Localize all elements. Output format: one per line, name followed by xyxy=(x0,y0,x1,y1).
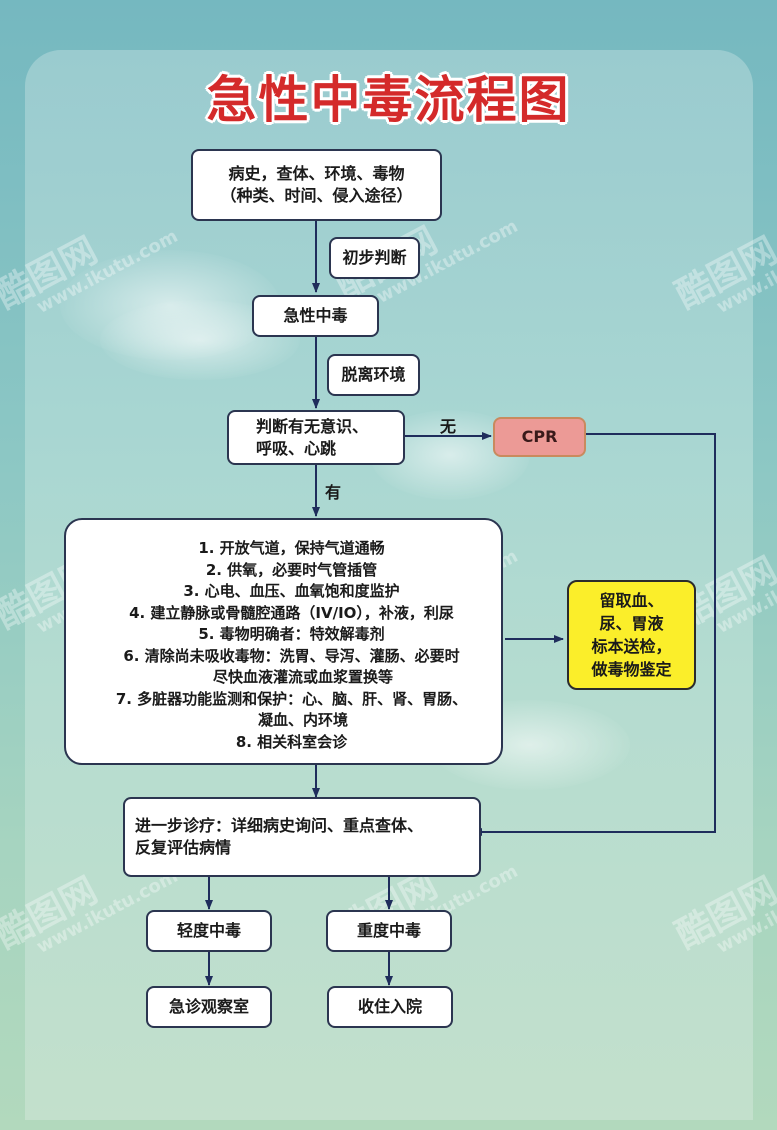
specimen-testing-box: 留取血、 尿、胃液 标本送检， 做毒物鉴定 xyxy=(567,580,696,690)
edge-label-no: 无 xyxy=(440,417,457,436)
treatment-step: 8. 相关科室会诊 xyxy=(235,732,348,751)
er-observation-box: 急诊观察室 xyxy=(146,986,272,1028)
further-diagnosis-box: 进一步诊疗：详细病史询问、重点查体、 反复评估病情 xyxy=(123,797,481,877)
treatment-step: 5. 毒物明确者：特效解毒剂 xyxy=(198,625,385,643)
treatment-step: 2. 供氧，必要时气管插管 xyxy=(205,560,378,579)
hospital-admission-box: 收住入院 xyxy=(327,986,453,1028)
history-line: 病史，查体、环境、毒物 xyxy=(228,164,405,183)
history-exam-box: 病史，查体、环境、毒物 （种类、时间、侵入途径） xyxy=(191,149,442,221)
initial-judgement-box: 初步判断 xyxy=(329,237,420,279)
treatment-step: 4. 建立静脉或骨髓腔通路（IV/IO），补液，利尿 xyxy=(129,603,454,622)
treatment-step-continued: 尽快血液灌流或血浆置换等 xyxy=(212,668,393,686)
acute-poisoning-box: 急性中毒 xyxy=(252,295,379,337)
treatment-step: 1. 开放气道，保持气道通畅 xyxy=(198,539,385,557)
treatment-step: 3. 心电、血压、血氧饱和度监护 xyxy=(183,582,400,600)
remove-environment-box: 脱离环境 xyxy=(327,354,420,396)
edge-label-yes: 有 xyxy=(325,483,342,502)
treatment-step-continued: 凝血、内环境 xyxy=(257,711,348,729)
mild-poisoning-box: 轻度中毒 xyxy=(146,910,272,952)
treatment-steps-box: 1. 开放气道，保持气道通畅 2. 供氧，必要时气管插管 3. 心电、血压、血氧… xyxy=(64,518,503,765)
treatment-step: 7. 多脏器功能监测和保护：心、脑、肝、肾、胃肠、 xyxy=(115,689,468,708)
treatment-step: 6. 清除尚未吸收毒物：洗胃、导泻、灌肠、必要时 xyxy=(123,646,460,665)
assess-consciousness-box: 判断有无意识、 呼吸、心跳 xyxy=(227,410,405,465)
severe-poisoning-box: 重度中毒 xyxy=(326,910,452,952)
cpr-box: CPR xyxy=(493,417,586,457)
history-line: （种类、时间、侵入途径） xyxy=(220,186,413,205)
page-title: 急性中毒流程图 xyxy=(206,71,571,129)
